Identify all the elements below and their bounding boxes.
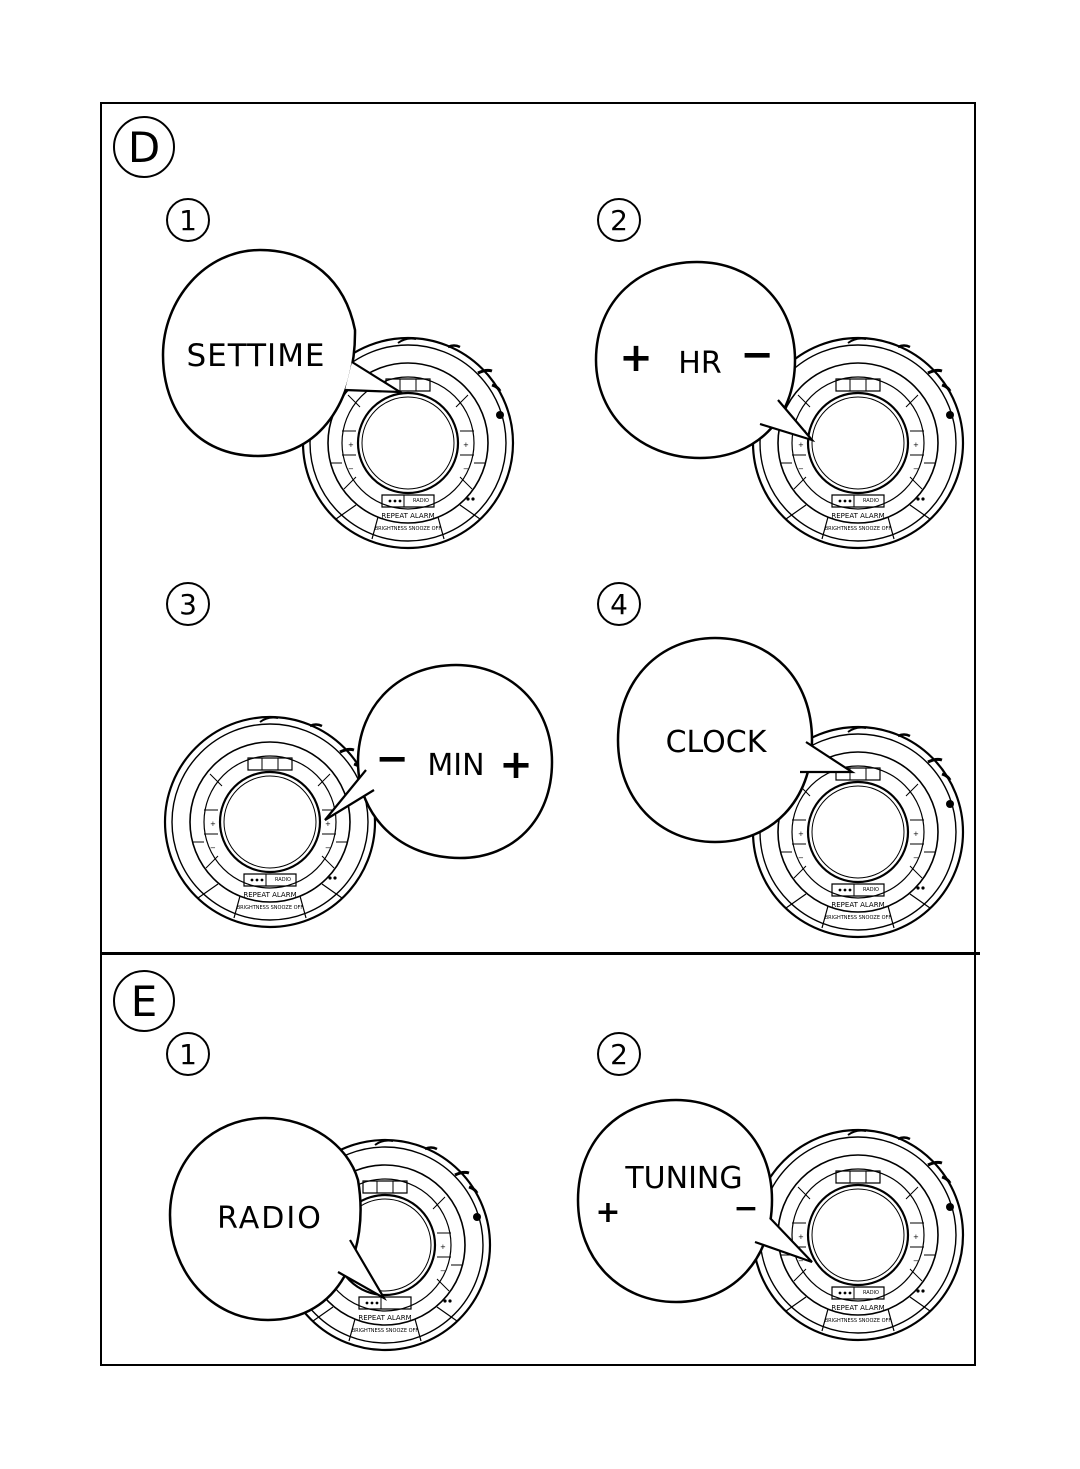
- step-number: 1: [179, 203, 197, 237]
- bubble-pointer-d4: [800, 741, 856, 774]
- bubble-label-tuning: TUNING: [624, 1161, 742, 1196]
- bubble-pointer-e1: [337, 1239, 388, 1301]
- bubble-label-radio: RADIO: [217, 1201, 323, 1236]
- bubble-d2: [594, 260, 797, 460]
- bubble-pointer-d3: [324, 769, 375, 821]
- bubble-d1: [161, 248, 357, 458]
- step-number: 2: [610, 203, 628, 237]
- bubble-label-clock: CLOCK: [666, 725, 768, 760]
- plus-symbol-min: +: [499, 742, 533, 788]
- device-label-radio-key: RADIO: [413, 498, 429, 504]
- section-divider: [100, 952, 980, 955]
- section-letter: E: [130, 976, 158, 1026]
- device-label-radio-key: RADIO: [863, 887, 879, 893]
- bubble-e1: [168, 1116, 362, 1322]
- bubble-pointer-e2: [754, 1217, 813, 1264]
- device-label-bottom-small: BRIGHTNESS SNOOZE OFF: [825, 1318, 892, 1324]
- device-label-radio-key: RADIO: [863, 1290, 879, 1296]
- section-letter: D: [127, 122, 161, 172]
- device-label-bottom-small: BRIGHTNESS SNOOZE OFF: [375, 526, 442, 532]
- section-badge-d: D: [113, 116, 175, 178]
- minus-symbol-hr: −: [740, 332, 774, 378]
- step-number: 3: [179, 587, 197, 621]
- device-label-radio-key: RADIO: [863, 498, 879, 504]
- step-badge-d2: 2: [597, 198, 641, 242]
- bubble-label-settime: SETTIME: [186, 338, 325, 374]
- bubble-d4: [616, 636, 814, 844]
- device-label-radio-key: RADIO: [275, 877, 291, 883]
- device-label-bottom-small: BRIGHTNESS SNOOZE OFF: [825, 915, 892, 921]
- device-label-repeat-alarm: REPEAT ALARM: [243, 891, 296, 899]
- device-label-bottom-small: BRIGHTNESS SNOOZE OFF: [825, 526, 892, 532]
- step-badge-d1: 1: [166, 198, 210, 242]
- device-label-bottom-small: BRIGHTNESS SNOOZE OFF: [237, 905, 304, 911]
- bubble-label-hr: HR: [678, 346, 721, 381]
- step-badge-d4: 4: [597, 582, 641, 626]
- plus-symbol-tuning: +: [595, 1195, 620, 1230]
- step-badge-e1: 1: [166, 1032, 210, 1076]
- step-number: 2: [610, 1037, 628, 1071]
- device-label-repeat-alarm: REPEAT ALARM: [358, 1314, 411, 1322]
- bubble-d3: [356, 663, 554, 860]
- device-label-repeat-alarm: REPEAT ALARM: [831, 512, 884, 520]
- bubble-pointer-d2: [759, 399, 816, 443]
- section-badge-e: E: [113, 970, 175, 1032]
- device-label-repeat-alarm: REPEAT ALARM: [831, 1304, 884, 1312]
- step-badge-e2: 2: [597, 1032, 641, 1076]
- step-number: 1: [179, 1037, 197, 1071]
- step-number: 4: [610, 587, 628, 621]
- device-label-repeat-alarm: REPEAT ALARM: [831, 901, 884, 909]
- step-badge-d3: 3: [166, 582, 210, 626]
- bubble-e2: [576, 1098, 774, 1304]
- minus-symbol-tuning: −: [733, 1191, 758, 1226]
- diagram-frame: [100, 102, 976, 1366]
- minus-symbol-min: −: [375, 736, 409, 782]
- bubble-pointer-d1: [344, 361, 405, 394]
- device-label-repeat-alarm: REPEAT ALARM: [381, 512, 434, 520]
- device-label-bottom-small: BRIGHTNESS SNOOZE OFF: [352, 1328, 419, 1334]
- bubble-label-min: MIN: [427, 748, 484, 783]
- plus-symbol-hr: +: [619, 335, 653, 381]
